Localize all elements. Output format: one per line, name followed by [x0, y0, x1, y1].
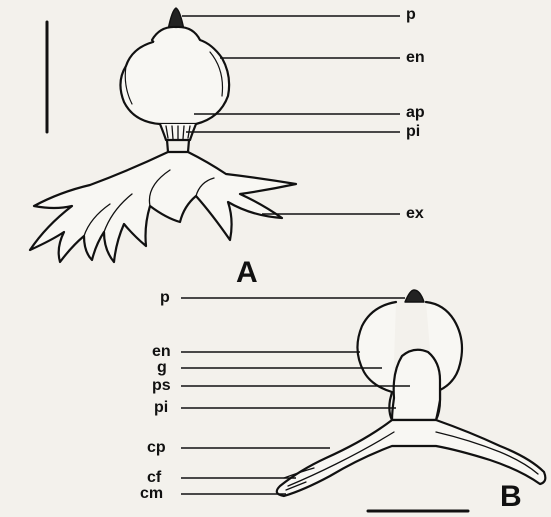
- panel-a-drawing: [30, 8, 296, 262]
- label-ap-a: ap: [404, 104, 427, 122]
- label-cm-b: cm: [138, 485, 165, 503]
- label-ps-b: ps: [150, 377, 173, 395]
- label-en-a: en: [404, 49, 427, 67]
- panel-letter-b: B: [500, 482, 522, 512]
- label-g-b: g: [155, 359, 169, 377]
- label-p-a: p: [404, 6, 418, 24]
- label-ex-a: ex: [404, 205, 426, 223]
- panel-letter-a: A: [236, 258, 258, 288]
- label-cp-b: cp: [145, 439, 168, 457]
- exoperidium-rays: [30, 152, 296, 262]
- endoperidium-a: [120, 40, 229, 124]
- label-pi-a: pi: [404, 123, 422, 141]
- pedicel-a: [167, 140, 189, 152]
- panel-b-drawing: [277, 290, 546, 511]
- peristome-tip-b: [405, 290, 424, 302]
- label-p-b: p: [158, 289, 172, 307]
- pseudocolumella: [392, 350, 440, 420]
- label-pi-b: pi: [152, 399, 170, 417]
